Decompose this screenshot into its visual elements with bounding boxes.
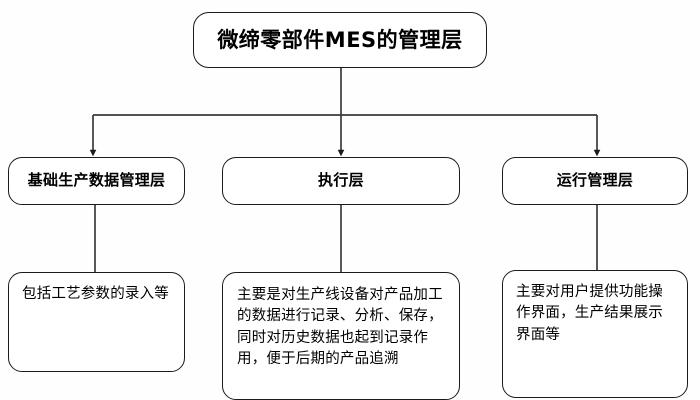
node-layer-1-label: 执行层 [318, 171, 364, 190]
node-layer-0-label: 基础生产数据管理层 [27, 171, 166, 190]
node-description-operation-management[interactable]: 主要对用户提供功能操作界面，生产结果展示界面等 [502, 270, 688, 398]
node-desc-1-label: 主要是对生产线设备对产品加工的数据进行记录、分析、保存，同时对历史数据也起到记录… [237, 287, 443, 368]
node-desc-2-label: 主要对用户提供功能操作界面，生产结果展示界面等 [516, 284, 663, 343]
node-desc-0-label: 包括工艺参数的录入等 [22, 286, 169, 302]
node-layer-execution[interactable]: 执行层 [222, 157, 460, 205]
node-description-execution[interactable]: 主要是对生产线设备对产品加工的数据进行记录、分析、保存，同时对历史数据也起到记录… [222, 272, 460, 400]
node-layer-operation-management[interactable]: 运行管理层 [502, 157, 688, 205]
node-title-management-layer[interactable]: 微缔零部件MES的管理层 [193, 12, 487, 68]
node-layer-2-label: 运行管理层 [556, 171, 634, 190]
node-layer-basic-production-data[interactable]: 基础生产数据管理层 [8, 157, 185, 205]
node-title-label: 微缔零部件MES的管理层 [217, 27, 463, 52]
node-description-basic-production-data[interactable]: 包括工艺参数的录入等 [8, 272, 185, 372]
